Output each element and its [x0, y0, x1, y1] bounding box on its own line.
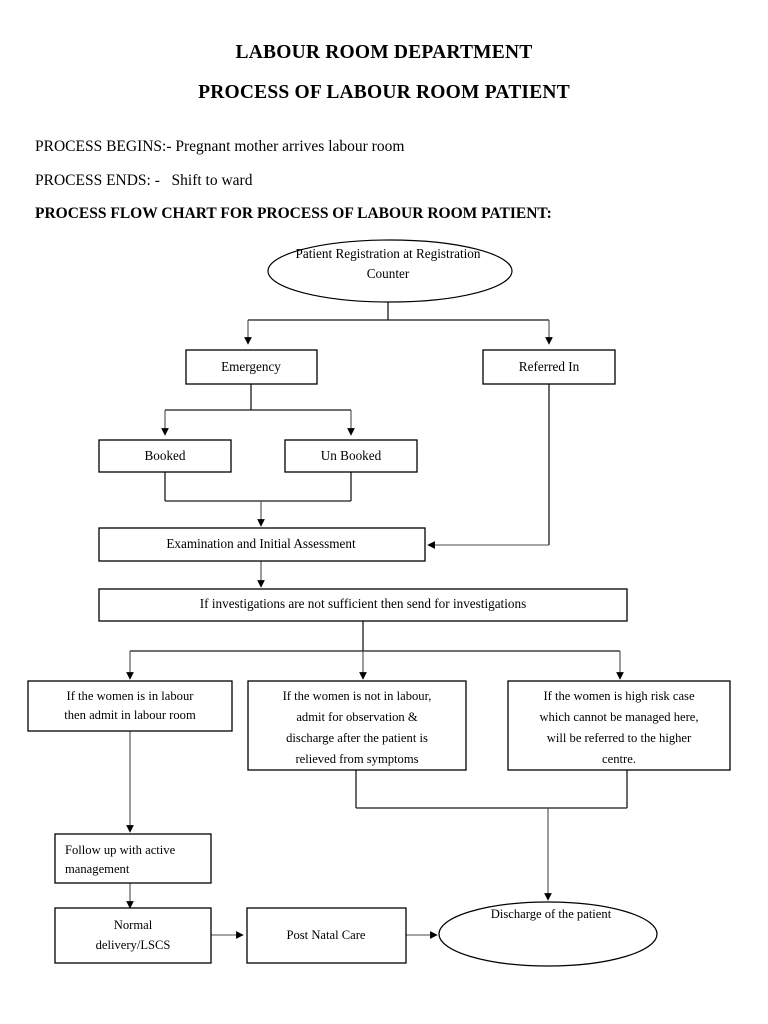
node-post-natal-care[interactable]: Post Natal Care [246, 907, 407, 964]
node-discharge[interactable]: Discharge of the patient [438, 901, 658, 967]
node-investigations[interactable]: If investigations are not sufficient the… [98, 588, 628, 622]
node-normal-delivery[interactable]: Normal delivery/LSCS [54, 907, 212, 964]
process-begins-text: PROCESS BEGINS:- Pregnant mother arrives… [35, 138, 405, 155]
node-registration-line-1: Patient Registration at Registration [296, 246, 481, 261]
node-follow-up-line-2: management [65, 862, 130, 876]
node-post-natal-care-label: Post Natal Care [286, 928, 365, 942]
node-branch-not-in-labour-line-4: relieved from symptoms [295, 752, 418, 766]
flow-chart-heading: PROCESS FLOW CHART FOR PROCESS OF LABOUR… [35, 205, 552, 222]
node-branch-not-in-labour[interactable]: If the women is not in labour, admit for… [247, 680, 467, 771]
connector-investigations-three-way-split [126, 620, 624, 680]
node-normal-delivery-line-2: delivery/LSCS [96, 938, 171, 952]
process-ends-text: PROCESS ENDS: - Shift to ward [35, 172, 253, 189]
connector-booked-merge [164, 472, 352, 527]
page-title-line-1: LABOUR ROOM DEPARTMENT [235, 42, 533, 63]
node-examination[interactable]: Examination and Initial Assessment [98, 527, 426, 562]
connector-branches-merge-to-discharge [355, 770, 628, 901]
node-examination-label: Examination and Initial Assessment [166, 536, 356, 551]
node-un-booked-label: Un Booked [321, 448, 382, 463]
node-referred-in-label: Referred In [519, 359, 580, 374]
node-emergency[interactable]: Emergency [185, 349, 318, 385]
node-investigations-label: If investigations are not sufficient the… [200, 596, 526, 611]
node-branch-high-risk-line-3: will be referred to the higher [547, 731, 692, 745]
node-branch-in-labour[interactable]: If the women is in labour then admit in … [27, 680, 233, 732]
node-registration-line-2: Counter [367, 266, 410, 281]
node-emergency-label: Emergency [221, 359, 281, 374]
node-branch-not-in-labour-line-2: admit for observation & [296, 710, 418, 724]
node-branch-in-labour-line-1: If the women is in labour [67, 689, 195, 703]
node-branch-not-in-labour-line-1: If the women is not in labour, [283, 689, 432, 703]
page-title-line-2: PROCESS OF LABOUR ROOM PATIENT [198, 82, 570, 103]
node-referred-in[interactable]: Referred In [482, 349, 616, 385]
node-branch-high-risk-line-4: centre. [602, 752, 636, 766]
node-booked-label: Booked [144, 448, 185, 463]
node-branch-high-risk[interactable]: If the women is high risk case which can… [507, 680, 731, 771]
node-normal-delivery-line-1: Normal [114, 918, 153, 932]
node-branch-in-labour-line-2: then admit in labour room [64, 708, 196, 722]
connector-referred-in-to-examination [427, 384, 550, 549]
connector-registration-split [244, 302, 553, 345]
node-booked[interactable]: Booked [98, 439, 232, 473]
node-branch-high-risk-line-2: which cannot be managed here, [539, 710, 698, 724]
node-un-booked[interactable]: Un Booked [284, 439, 418, 473]
node-branch-not-in-labour-line-3: discharge after the patient is [286, 731, 428, 745]
node-branch-high-risk-line-1: If the women is high risk case [543, 689, 694, 703]
node-registration[interactable]: Patient Registration at Registration Cou… [267, 239, 513, 303]
connector-emergency-split [161, 384, 355, 436]
node-follow-up[interactable]: Follow up with active management [54, 833, 212, 884]
node-discharge-label: Discharge of the patient [491, 907, 612, 921]
node-follow-up-line-1: Follow up with active [65, 843, 176, 857]
